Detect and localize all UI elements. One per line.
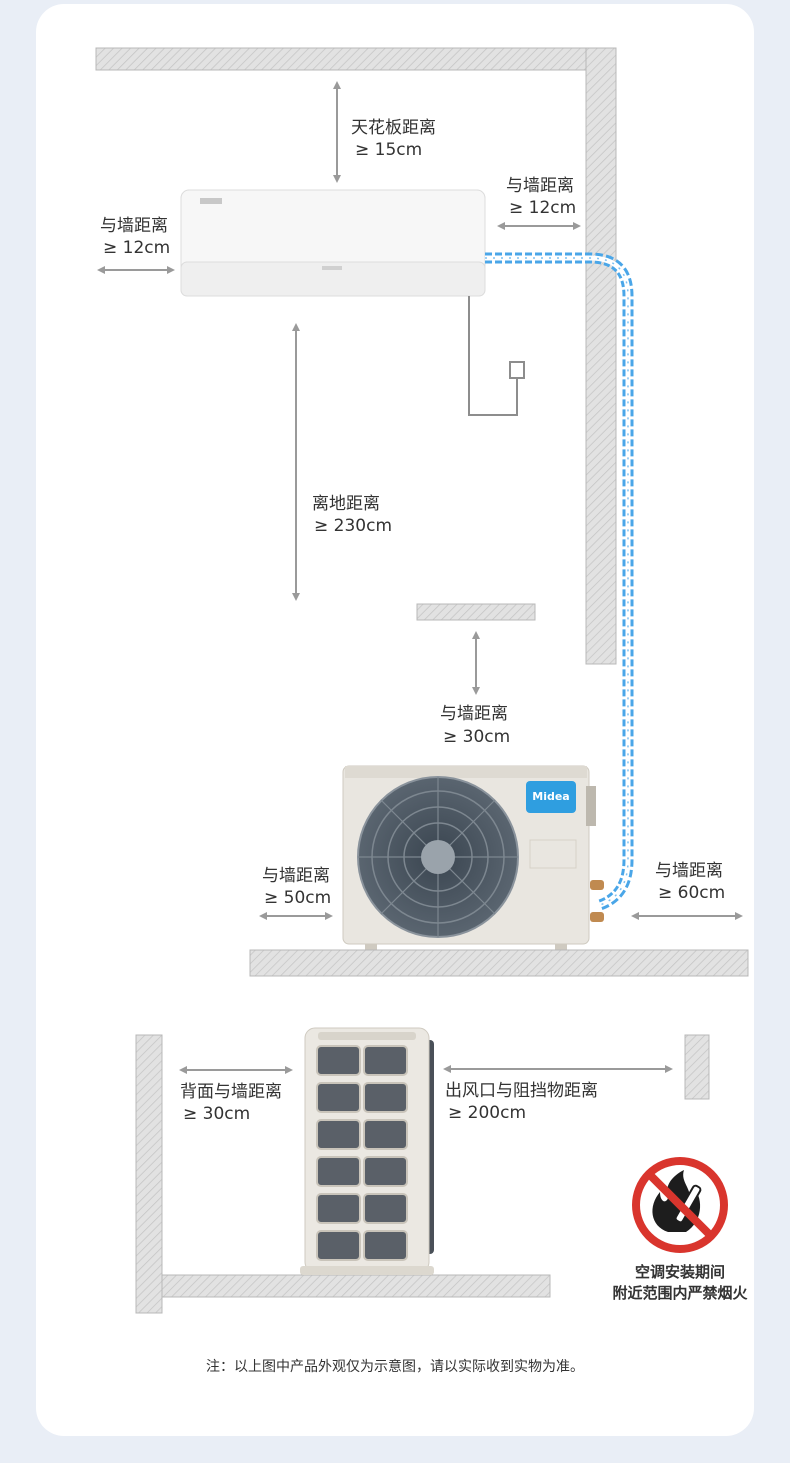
right-wall xyxy=(585,47,617,665)
outdoor-top-label: 与墙距离 xyxy=(440,704,508,724)
no-fire-warning: 空调安装期间 附近范围内严禁烟火 xyxy=(600,1262,760,1304)
ceiling-distance-label: 天花板距离 xyxy=(351,118,436,138)
midea-logo: Midea xyxy=(526,781,576,813)
right-wall-top-label: 与墙距离 xyxy=(506,176,574,196)
left-wall-top-value: ≥ 12cm xyxy=(103,238,171,258)
outdoor-fan-grille xyxy=(357,776,519,938)
right-wall-top-value: ≥ 12cm xyxy=(509,198,577,218)
side-obstacle xyxy=(684,1034,710,1100)
disclaimer-note: 注：以上图中产品外观仅为示意图，请以实际收到实物为准。 xyxy=(206,1359,584,1375)
warning-line-2: 附近范围内严禁烟火 xyxy=(612,1284,748,1302)
outdoor-unit-side xyxy=(300,1027,434,1275)
ceiling-distance-value: ≥ 15cm xyxy=(355,140,423,160)
side-ground xyxy=(161,1274,551,1298)
warning-line-1: 空调安装期间 xyxy=(634,1263,725,1281)
outdoor-back-wall xyxy=(416,603,536,621)
refrigerant-pipe xyxy=(485,252,634,911)
outdoor-right-label: 与墙距离 xyxy=(655,861,723,881)
outlet-distance-label: 出风口与阻挡物距离 xyxy=(445,1081,598,1101)
outlet-distance-value: ≥ 200cm xyxy=(448,1103,527,1123)
outdoor-left-label: 与墙距离 xyxy=(262,866,330,886)
outdoor-ground xyxy=(249,949,749,977)
outdoor-left-value: ≥ 50cm xyxy=(264,888,332,908)
indoor-unit xyxy=(180,189,486,297)
power-cord xyxy=(468,296,525,416)
side-left-wall xyxy=(135,1034,163,1314)
outdoor-top-value: ≥ 30cm xyxy=(443,727,511,747)
ceiling-wall xyxy=(95,47,617,71)
floor-distance-label: 离地距离 xyxy=(312,494,380,514)
back-wall-label: 背面与墙距离 xyxy=(180,1082,282,1102)
outdoor-right-value: ≥ 60cm xyxy=(658,883,726,903)
no-fire-icon xyxy=(632,1157,728,1253)
back-wall-value: ≥ 30cm xyxy=(183,1104,251,1124)
floor-distance-value: ≥ 230cm xyxy=(314,516,393,536)
left-wall-top-label: 与墙距离 xyxy=(100,216,168,236)
